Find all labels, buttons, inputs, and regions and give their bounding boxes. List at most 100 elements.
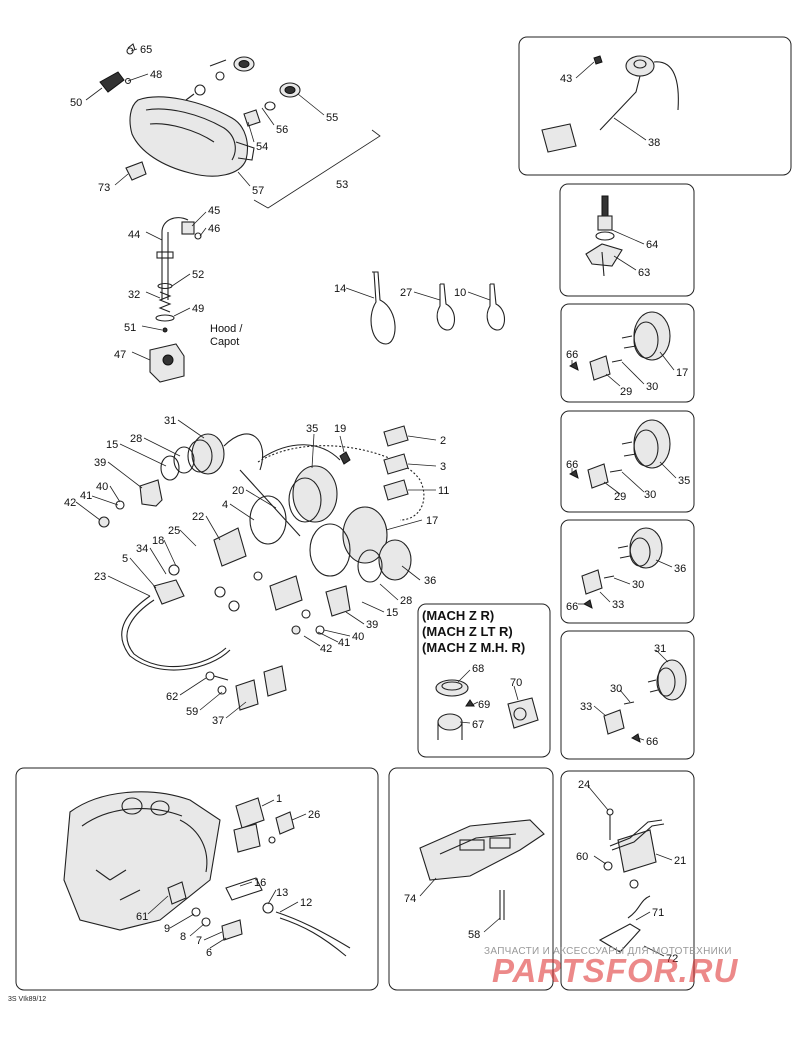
gauge-31-detail bbox=[603, 659, 687, 743]
mach-title-2: (MACH Z LT R) bbox=[422, 624, 513, 639]
callout-51: 51 bbox=[124, 322, 136, 334]
callout-39b: 39 bbox=[366, 619, 378, 631]
callout-15b: 15 bbox=[386, 607, 398, 619]
callout-32: 32 bbox=[128, 289, 140, 301]
mach-z-parts bbox=[435, 679, 539, 740]
mach-title-3: (MACH Z M.H. R) bbox=[422, 640, 525, 655]
callout-41b: 41 bbox=[338, 637, 350, 649]
cable-tie-14 bbox=[370, 271, 396, 345]
gauge-36-detail bbox=[581, 527, 663, 609]
callout-1: 1 bbox=[276, 793, 282, 805]
callout-55: 55 bbox=[326, 112, 338, 124]
callout-57: 57 bbox=[252, 185, 264, 197]
gauge-35-36-main bbox=[309, 506, 412, 583]
callout-58: 58 bbox=[468, 929, 480, 941]
console-housing bbox=[63, 791, 221, 931]
callout-31: 31 bbox=[164, 415, 176, 427]
callout-30a: 30 bbox=[646, 381, 658, 393]
callout-39: 39 bbox=[94, 457, 106, 469]
gauge-17-detail bbox=[569, 311, 671, 381]
callout-42: 42 bbox=[64, 497, 76, 509]
bracket-line-53 bbox=[253, 129, 381, 209]
callout-4: 4 bbox=[222, 499, 228, 511]
callout-6: 6 bbox=[206, 947, 212, 959]
headlight-bulb-socket-50 bbox=[99, 43, 136, 93]
mach-title-1: (MACH Z R) bbox=[422, 608, 494, 623]
gauge-31-main bbox=[98, 433, 264, 528]
callout-10: 10 bbox=[454, 287, 466, 299]
callout-66c: 66 bbox=[566, 601, 578, 613]
callout-49: 49 bbox=[192, 303, 204, 315]
callout-40b: 40 bbox=[352, 631, 364, 643]
callout-7: 7 bbox=[196, 935, 202, 947]
callout-66b: 66 bbox=[566, 459, 578, 471]
callout-35b: 35 bbox=[678, 475, 690, 487]
connector-37-group bbox=[205, 665, 287, 711]
callout-2: 2 bbox=[440, 435, 446, 447]
gauge-17-main bbox=[239, 444, 425, 545]
callout-62: 62 bbox=[166, 691, 178, 703]
watermark-tagline: ЗАПЧАСТИ И АКСЕССУАРЫ ДЛЯ МОТОТЕХНИКИ bbox=[484, 946, 732, 957]
wire-harness-23 bbox=[121, 579, 231, 671]
panel-module bbox=[560, 770, 695, 991]
callout-18: 18 bbox=[152, 535, 164, 547]
callout-36b: 36 bbox=[674, 563, 686, 575]
cable-tie-27 bbox=[436, 283, 456, 331]
callout-35: 35 bbox=[306, 423, 318, 435]
callout-59: 59 bbox=[186, 706, 198, 718]
callout-46: 46 bbox=[208, 223, 220, 235]
callout-24: 24 bbox=[578, 779, 590, 791]
panel-console bbox=[15, 767, 379, 991]
callout-66a: 66 bbox=[566, 349, 578, 361]
panel-gauge-35 bbox=[560, 410, 695, 513]
callout-12: 12 bbox=[300, 897, 312, 909]
callout-63: 63 bbox=[638, 267, 650, 279]
callout-30b: 30 bbox=[644, 489, 656, 501]
switch-2-3-11 bbox=[339, 425, 409, 501]
callout-43: 43 bbox=[560, 73, 572, 85]
gauge-35-detail bbox=[569, 419, 671, 489]
callout-47: 47 bbox=[114, 349, 126, 361]
panel-bracket bbox=[388, 767, 554, 991]
callout-37: 37 bbox=[212, 715, 224, 727]
watermark-logo: PARTSFOR.RU bbox=[492, 952, 739, 989]
callout-29b: 29 bbox=[614, 491, 626, 503]
console-parts bbox=[167, 797, 351, 957]
hood-label-line-1: Hood / bbox=[210, 323, 243, 335]
callout-5: 5 bbox=[122, 553, 128, 565]
callout-52: 52 bbox=[192, 269, 204, 281]
leader-lines bbox=[75, 48, 677, 957]
callout-68: 68 bbox=[472, 663, 484, 675]
cable-tie-10 bbox=[486, 283, 506, 331]
headlight-adjust-parts bbox=[185, 56, 301, 127]
hood-latch-assembly bbox=[149, 217, 202, 383]
callout-14: 14 bbox=[334, 283, 346, 295]
callout-72: 72 bbox=[666, 953, 678, 965]
callout-23: 23 bbox=[94, 571, 106, 583]
gauge-brackets bbox=[168, 527, 351, 635]
callout-9: 9 bbox=[164, 923, 170, 935]
callout-42b: 42 bbox=[320, 643, 332, 655]
callout-36: 36 bbox=[424, 575, 436, 587]
callout-17: 17 bbox=[426, 515, 438, 527]
callout-21: 21 bbox=[674, 855, 686, 867]
callout-41: 41 bbox=[80, 490, 92, 502]
callout-74: 74 bbox=[404, 893, 416, 905]
callout-29a: 29 bbox=[620, 386, 632, 398]
panel-gauge-31 bbox=[560, 630, 695, 760]
callout-71: 71 bbox=[652, 907, 664, 919]
callout-33a: 33 bbox=[612, 599, 624, 611]
sensor-63-64 bbox=[585, 195, 623, 277]
clip-73 bbox=[125, 161, 147, 181]
callout-44: 44 bbox=[128, 229, 140, 241]
panel-gauge-36 bbox=[560, 519, 695, 624]
callout-38: 38 bbox=[648, 137, 660, 149]
callout-53: 53 bbox=[336, 179, 348, 191]
panel-mach-z bbox=[417, 603, 551, 758]
callout-8: 8 bbox=[180, 931, 186, 943]
callout-22: 22 bbox=[192, 511, 204, 523]
callout-19: 19 bbox=[334, 423, 346, 435]
callout-15: 15 bbox=[106, 439, 118, 451]
